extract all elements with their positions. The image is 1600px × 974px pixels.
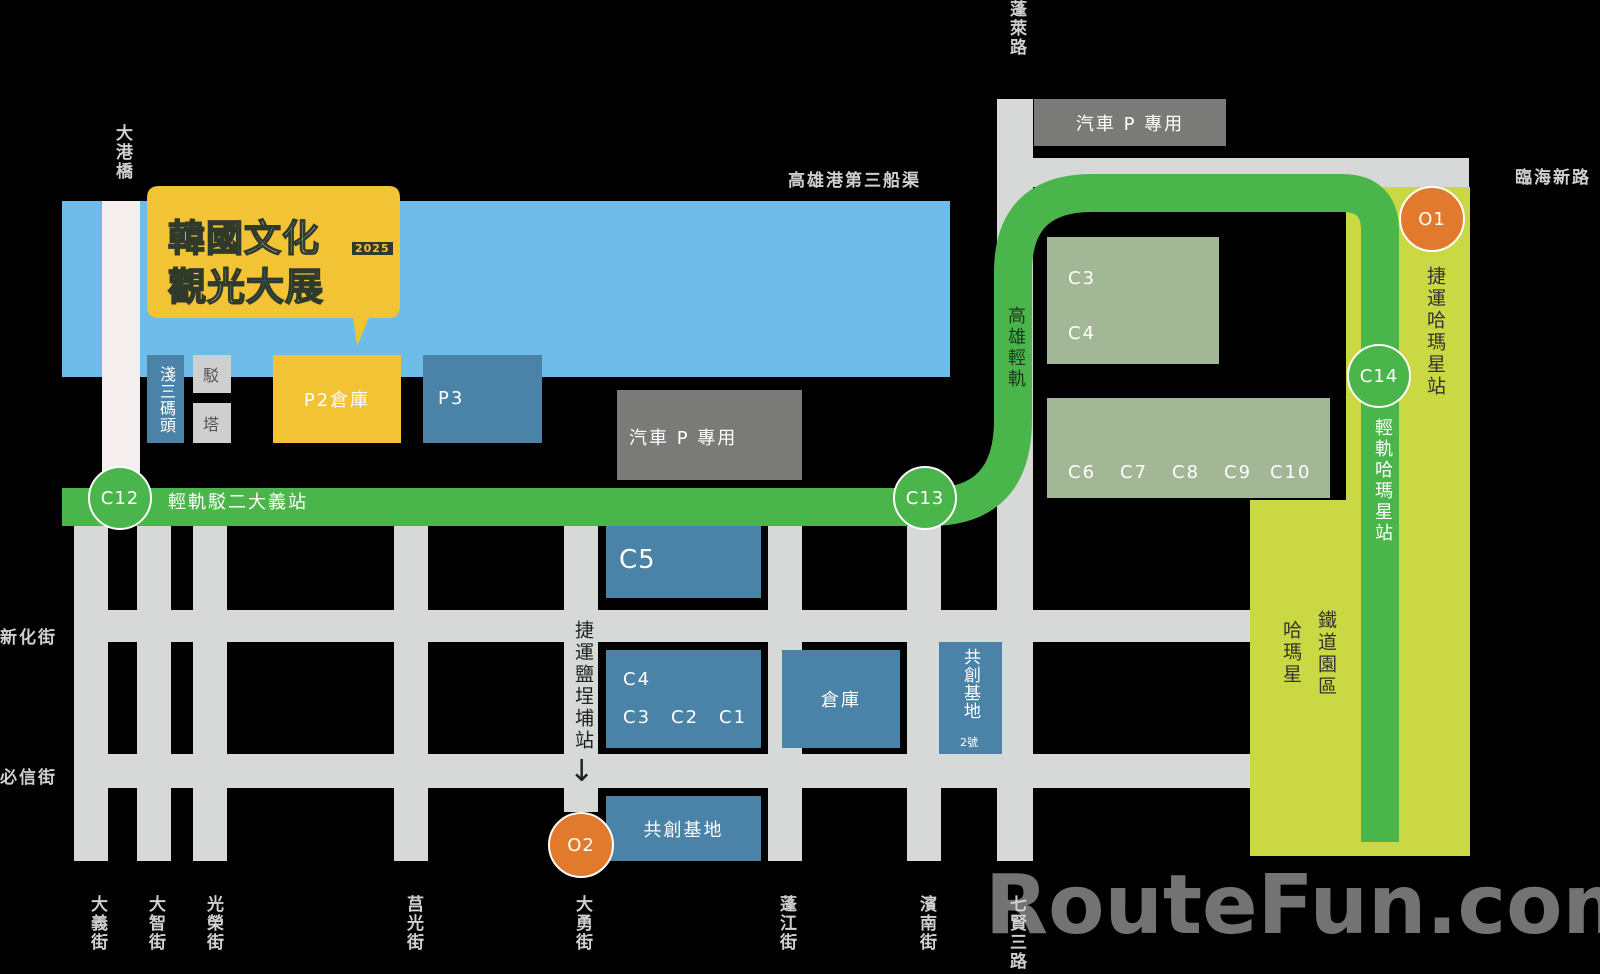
block-bo-tower-1-label: 駁 [202,366,221,385]
block-c1-c4-south[interactable]: C4 C3 C2 C1 [606,650,761,748]
block-cocreation-base-label: 共創基地 [643,819,724,841]
label-dazhi-street: 大智街 [145,895,165,952]
block-car-parking-top-label: 汽車 P 專用 [1075,113,1185,135]
label-mrt-yanchengpu-station: 捷運鹽埕埔站 [572,620,594,752]
label-dagang-bridge: 大港橋 [112,124,132,181]
logo-title-line-1: 韓國文化 [167,216,320,261]
label-lrt-hamasen-station: 輕軌哈瑪星站 [1372,418,1393,544]
logo-char-guang: 光 [206,264,247,310]
block-c3-south-label: C3 [623,707,652,728]
road-xinhua-street [74,610,1254,642]
label-light-rail: 高雄輕軌 [1005,306,1026,390]
station-c12[interactable]: C12 [88,466,152,530]
road-guangrong-street [193,520,227,861]
block-c3-c4-north[interactable]: C3 C4 [1047,237,1219,364]
logo-title-line-2: 觀光大展 [167,256,325,311]
park-label-railway: 鐵道園區 [1315,610,1337,698]
label-guangrong-street: 光榮街 [203,895,223,952]
block-warehouse[interactable]: 倉庫 [782,650,900,748]
block-p2-warehouse[interactable]: P2倉庫 [273,355,401,443]
logo-char-da: 大 [245,264,286,310]
block-c2-label: C2 [671,707,700,728]
event-logo [147,186,400,346]
label-pengjiang-street: 蓬江街 [776,895,796,952]
logo-char-guan: 觀 [167,264,208,310]
block-cocreation-base[interactable]: 共創基地 [606,796,761,861]
block-qiansan-pier[interactable]: 淺三碼頭 [147,355,184,443]
block-c4-south-label: C4 [623,669,652,690]
road-wenguang-street [394,520,428,861]
block-bo-tower-2[interactable]: 塔 [193,403,231,443]
block-c7-label: C7 [1120,462,1149,483]
block-car-parking-middle-label: 汽車 P 專用 [629,428,738,449]
label-penglai-road: 蓬萊路 [1006,0,1026,57]
block-c5[interactable]: C5 [606,524,761,598]
block-c9-label: C9 [1224,462,1253,483]
watermark-routefun: RouteFun.com [985,858,1600,953]
block-p2-label: P2倉庫 [303,390,371,411]
block-car-parking-top[interactable]: 汽車 P 專用 [1034,99,1226,146]
station-c12-label: C12 [100,487,140,509]
block-bo-tower-2-label: 塔 [202,415,221,434]
station-c14-label: C14 [1359,365,1399,387]
block-c8-label: C8 [1172,462,1201,483]
label-bo-er-dayi-station: 輕軌駁二大義站 [168,492,308,513]
block-c5-label: C5 [619,545,656,575]
label-xinhua-street: 新化街 [0,628,57,648]
station-c13[interactable]: C13 [893,466,957,530]
block-c10-label: C10 [1270,462,1312,483]
label-qixian-3rd-road: 七賢三路 [1006,895,1026,971]
station-o2[interactable]: O2 [548,812,614,878]
label-linhai-new-road: 臨海新路 [1515,168,1591,188]
road-dazhi-street [137,520,171,861]
block-hamasen-railway-park-south[interactable] [1250,500,1470,856]
station-o2-label: O2 [567,834,595,856]
station-o1-label: O1 [1418,208,1446,230]
arrow-down-icon: ↓ [569,754,595,789]
label-mrt-hamasen-station: 捷運哈瑪星站 [1424,266,1446,398]
label-dayong-street: 大勇街 [572,895,592,952]
block-cocreation-base-2-number: 2號 [960,736,978,749]
label-dayi-street: 大義街 [87,895,107,952]
logo-year: 2025 [352,242,393,255]
label-binnan-street: 濱南街 [916,895,936,952]
road-bixin-street [74,754,1254,788]
station-o1[interactable]: O1 [1399,186,1465,252]
station-c13-label: C13 [905,487,945,509]
block-cocreation-base-2-label: 共創基地 [960,648,980,720]
block-bo-tower-1[interactable]: 駁 [193,355,231,393]
block-p3[interactable]: P3 [423,355,542,443]
label-water: 高雄港第三船渠 [788,171,921,191]
road-binnan-street [907,520,941,861]
block-warehouse-label: 倉庫 [821,690,861,711]
road-dayi-street [74,520,108,861]
block-cocreation-base-2[interactable]: 共創基地 2號 [939,642,1002,754]
label-bixin-street: 必信街 [0,768,57,788]
block-c4-north-label: C4 [1068,323,1097,344]
block-qiansan-pier-label: 淺三碼頭 [157,366,176,434]
block-c3-north-label: C3 [1068,268,1097,289]
logo-char-zhan: 展 [284,264,325,310]
road-dagang-bridge [102,201,140,481]
park-label-hamasen: 哈瑪星 [1280,620,1302,686]
block-c1-label: C1 [719,707,748,728]
block-c6-c10[interactable]: C6 C7 C8 C9 C10 [1047,398,1330,498]
label-wenguang-street: 莒光街 [403,895,423,952]
station-c14[interactable]: C14 [1347,344,1411,408]
block-c6-label: C6 [1068,462,1097,483]
block-p3-label: P3 [438,388,465,409]
block-car-parking-middle[interactable]: 汽車 P 專用 [617,390,802,480]
